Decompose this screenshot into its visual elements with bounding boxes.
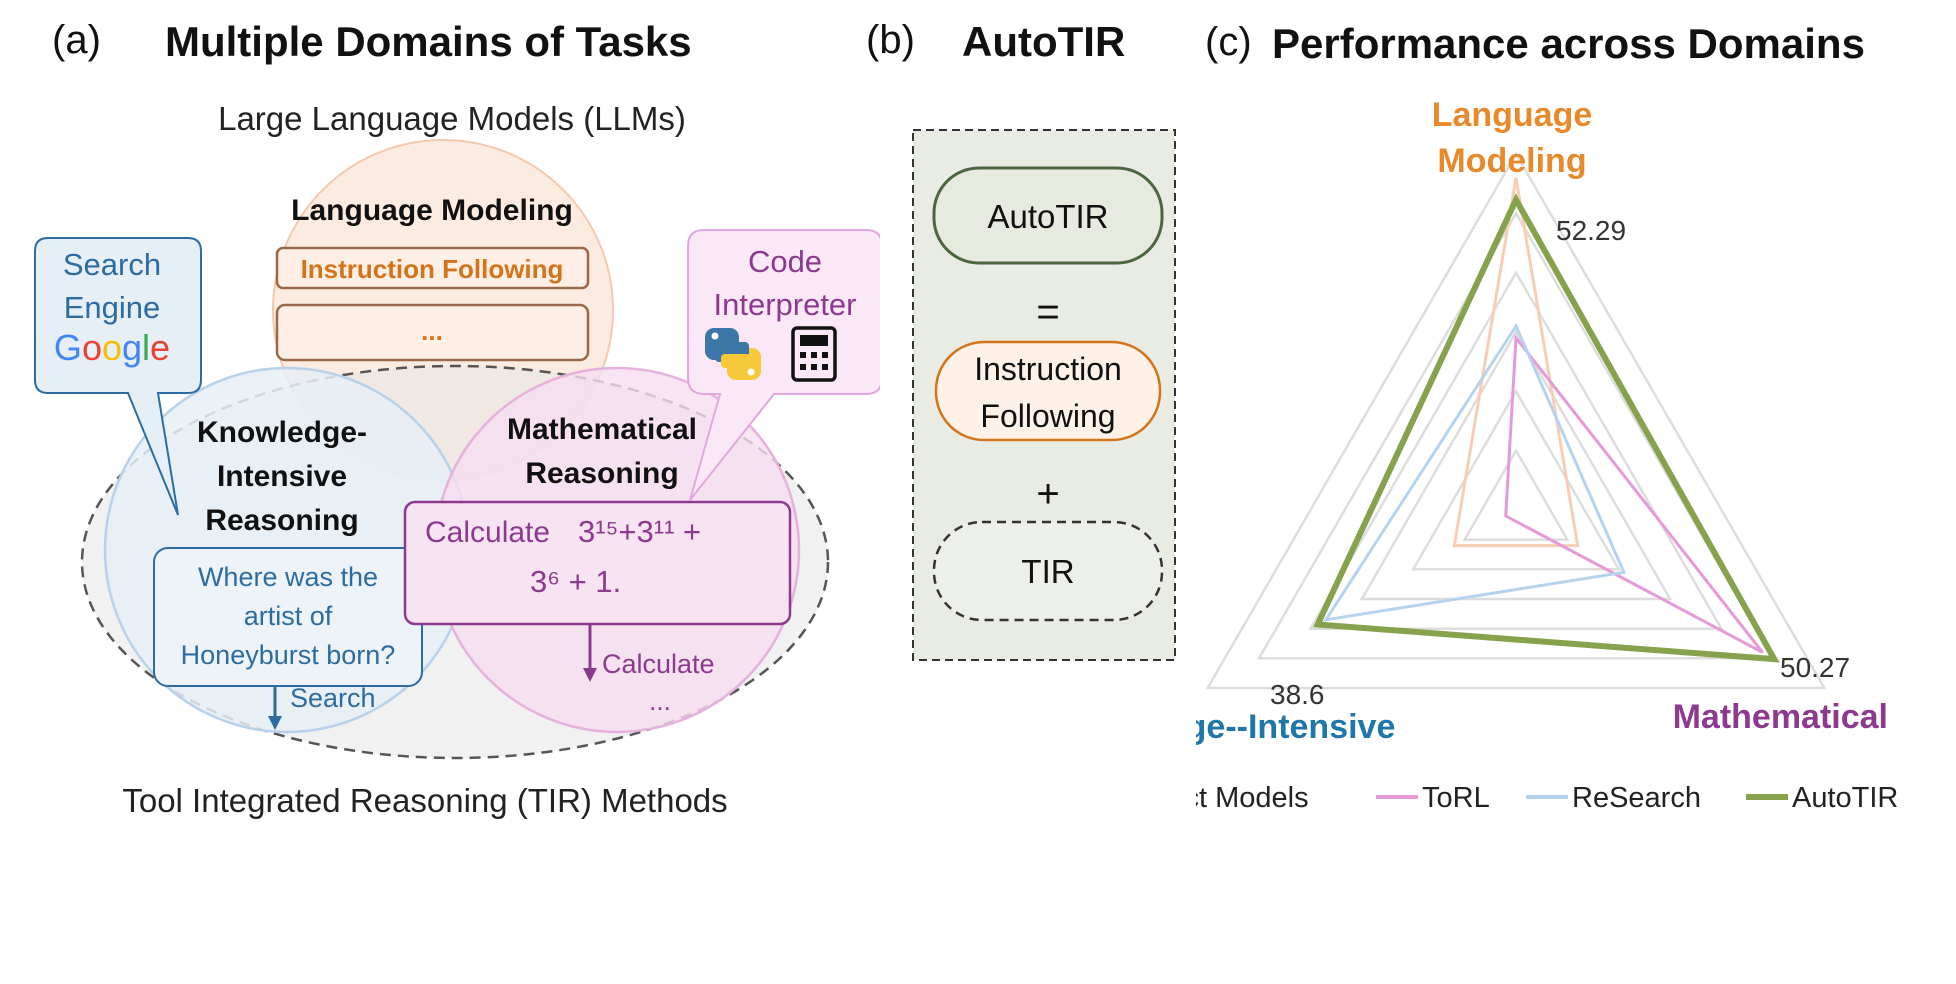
calculator-icon [791, 326, 837, 382]
knowledge-line3: Reasoning [205, 504, 358, 537]
google-letter-o2: o [102, 327, 122, 368]
instruction-following-box [275, 246, 590, 290]
axis-label-knowledge: Knowledge--Intensive [1196, 708, 1395, 746]
radar-grid-ring [1359, 329, 1673, 601]
more-tasks-box [275, 303, 590, 362]
panel-a-diagram: Large Language Models (LLMs) Language Mo… [34, 100, 880, 819]
instruction-following-pill-line2: Following [980, 398, 1115, 434]
knowledge-line1: Knowledge- [197, 416, 367, 449]
panel-c-title: Performance across Domains [1272, 20, 1865, 67]
autotir-box [932, 166, 1164, 265]
tir-methods-label: Tool Integrated Reasoning (TIR) Methods [122, 782, 727, 819]
math-problem-word: Calculate [425, 516, 550, 549]
code-interpreter-callout [687, 229, 880, 501]
panel-a-title: Multiple Domains of Tasks [165, 18, 692, 65]
llm-label: Large Language Models (LLMs) [218, 100, 686, 137]
google-letter-e: e [150, 327, 170, 368]
math-line1: Mathematical [507, 413, 697, 446]
axis-label-mathematical: Mathematical [1673, 698, 1888, 736]
radar-series-instruct-models [1452, 177, 1580, 548]
plus-sign: + [1036, 472, 1059, 516]
tir-pill-label: TIR [1021, 553, 1074, 590]
language-modeling-title: Language Modeling [291, 194, 573, 227]
chart-legend: Instruct Models ToRL ReSearch AutoTIR [1196, 782, 1898, 814]
math-more-label: ... [649, 686, 671, 716]
google-letter-g1: G [54, 327, 82, 368]
search-engine-callout [34, 237, 202, 516]
radar-grid-ring [1256, 210, 1776, 660]
annotation-knowledge: 38.6 [1270, 679, 1325, 710]
search-action-label: Search [290, 683, 376, 713]
legend-label-torl: ToRL [1422, 782, 1490, 814]
instruction-following-pill-line1: Instruction [974, 351, 1122, 387]
google-letter-l: l [142, 327, 150, 368]
math-line2: Reasoning [525, 457, 678, 490]
legend-label-instruct-models: Instruct Models [1196, 782, 1309, 814]
calculate-arrow-icon [583, 668, 597, 682]
question-line3: Honeyburst born? [181, 640, 396, 670]
legend-label-research: ReSearch [1572, 782, 1701, 814]
radar-chart: Language Modeling Mathematical Knowledge… [1196, 96, 1898, 814]
search-engine-line2: Engine [64, 290, 161, 325]
google-letter-o1: o [82, 327, 102, 368]
instruction-following-label: Instruction Following [301, 254, 564, 284]
google-logo-icon: Google [54, 327, 170, 368]
annotation-language: 52.29 [1556, 215, 1626, 246]
search-engine-line1: Search [63, 247, 161, 282]
math-problem-box [403, 500, 792, 626]
radar-grid-ring [1308, 270, 1724, 630]
question-line2: artist of [244, 601, 333, 631]
code-interpreter-line1: Code [748, 244, 822, 279]
knowledge-line2: Intensive [217, 460, 347, 493]
search-arrow-icon [268, 716, 282, 730]
radar-series-torl [1504, 333, 1764, 654]
math-problem-expr2: 3⁶ + 1. [530, 564, 621, 599]
tir-pill [932, 520, 1164, 622]
axis-label-language-line1: Language [1432, 96, 1593, 134]
panel-b-diagram: AutoTIR = Instruction Following + TIR [912, 129, 1176, 661]
panel-b-letter: (b) [866, 18, 915, 62]
autotir-box-label: AutoTIR [987, 198, 1108, 235]
radar-grid-ring [1205, 151, 1827, 690]
google-letter-g2: g [122, 327, 142, 368]
radar-series-autotir [1313, 193, 1780, 663]
equals-sign: = [1036, 290, 1059, 334]
instruction-following-pill [934, 340, 1162, 442]
panel-c-letter: (c) [1205, 20, 1252, 64]
question-line1: Where was the [198, 562, 378, 592]
radar-series-research [1322, 322, 1627, 622]
math-problem-expr1: 3¹⁵+3¹¹ + [578, 514, 701, 549]
calculate-action-label: Calculate [602, 649, 715, 679]
panel-a-letter: (a) [52, 18, 101, 62]
language-more-label: ... [421, 316, 443, 346]
legend-label-autotir: AutoTIR [1792, 782, 1898, 814]
radar-grid-ring [1411, 388, 1621, 571]
python-logo-icon [705, 328, 761, 380]
annotation-mathematical: 50.27 [1780, 652, 1850, 683]
panel-b-title: AutoTIR [962, 18, 1126, 65]
radar-grid-ring [1462, 448, 1570, 541]
axis-label-language-line2: Modeling [1437, 142, 1586, 180]
code-interpreter-line2: Interpreter [713, 287, 856, 322]
